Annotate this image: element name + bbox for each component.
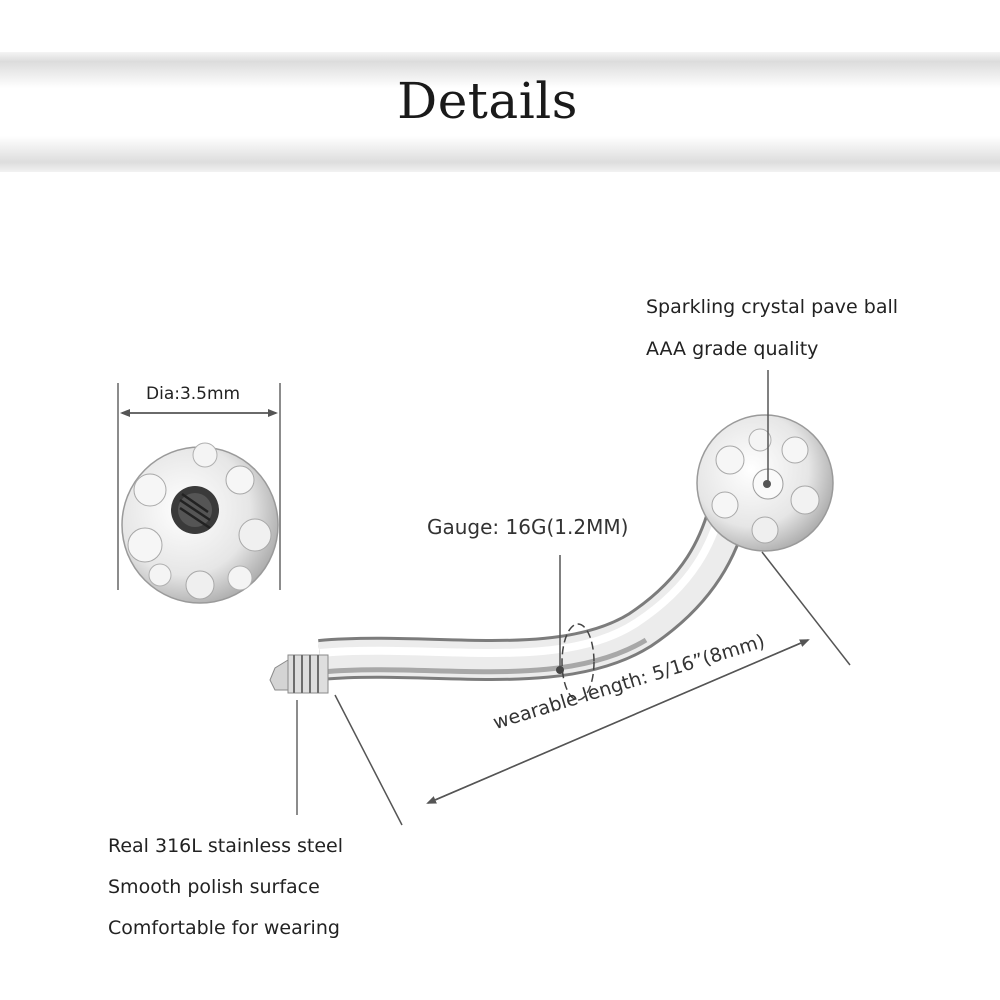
crystal-label-line-1: Sparkling crystal pave ball: [646, 296, 899, 318]
gauge-label: Gauge: 16G(1.2MM): [427, 515, 629, 539]
steel-label-line-2: Smooth polish surface: [108, 876, 320, 898]
header-banner: [0, 52, 1000, 172]
curved-barbell: [269, 499, 751, 694]
page-title: Details: [397, 72, 578, 130]
crystal-label-line-2: AAA grade quality: [646, 338, 819, 360]
loose-crystal-ball: [121, 442, 279, 604]
wearable-length-arrow: [426, 639, 810, 804]
steel-label-line-1: Real 316L stainless steel: [108, 835, 344, 857]
ball-edge-leader-line: [761, 551, 851, 666]
diameter-dimension: [117, 383, 281, 590]
steel-label-line-3: Comfortable for wearing: [108, 917, 340, 939]
gauge-indicator: [556, 555, 595, 701]
attached-crystal-ball: [696, 414, 834, 552]
diameter-label: Dia:3.5mm: [146, 384, 241, 404]
steel-leader-lines: [296, 694, 403, 826]
